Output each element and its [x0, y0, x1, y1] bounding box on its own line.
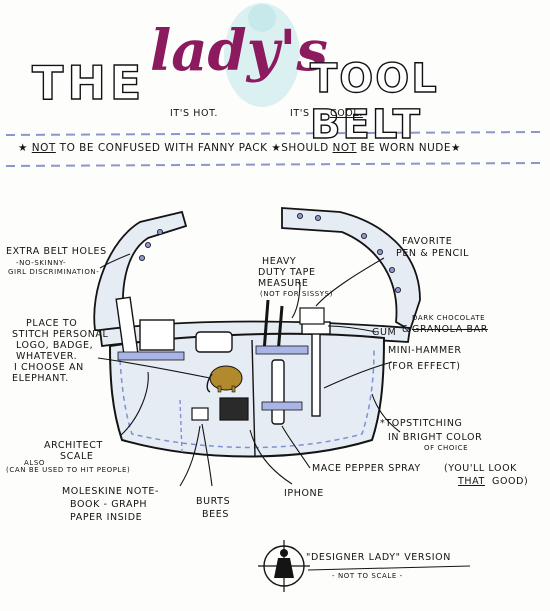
pen: [262, 299, 270, 353]
iphone-shape: [219, 397, 249, 421]
label-scale-2: SCALE: [60, 451, 94, 462]
label-tape-4: (NOT FOR SISSYS): [260, 290, 334, 298]
label-scale-3: (CAN BE USED TO HIT PEOPLE): [6, 466, 131, 474]
label-tape-3: MEASURE: [258, 278, 309, 289]
disclaimer-star: ★: [18, 142, 28, 154]
label-extra-holes-3: GIRL DISCRIMINATION-: [8, 268, 100, 276]
label-topstitch-3: OF CHOICE: [424, 444, 469, 452]
belt-holes: [138, 212, 401, 293]
label-extra-holes-2: -NO-SKINNY-: [16, 259, 67, 267]
disclaimer: ★ NOT TO BE CONFUSED WITH FANNY PACK ★SH…: [18, 142, 461, 154]
label-mace-that: THAT: [458, 476, 485, 487]
title-lady-script: lady's: [150, 18, 328, 84]
loop-lower: [261, 401, 303, 411]
label-logo-2: STITCH PERSONAL: [12, 329, 109, 340]
loop-center: [255, 345, 309, 355]
designer-underline: [307, 565, 471, 571]
label-scale-1: ARCHITECT: [44, 440, 103, 451]
tagline-hot: IT'S HOT.: [170, 108, 218, 119]
topstitching: [119, 349, 375, 449]
watercolor-figure: [224, 3, 300, 107]
tagline-cool-prefix: IT'S: [290, 108, 310, 119]
label-extra-holes-1: EXTRA BELT HOLES: [6, 246, 107, 257]
label-mace-paren1: (YOU'LL LOOK: [444, 463, 517, 474]
label-gum: GUM: [372, 327, 397, 338]
label-pen-2: PEN & PENCIL: [396, 248, 470, 259]
label-hammer-2: (FOR EFFECT): [388, 361, 461, 372]
mini-hammer-handle: [311, 329, 321, 417]
label-logo-4: WHATEVER.: [16, 351, 78, 362]
disclaimer-not2: NOT: [332, 142, 357, 154]
label-moleskine-2: BOOK - GRAPH: [70, 499, 148, 510]
label-topstitch-1: *TOPSTITCHING: [380, 418, 463, 429]
label-designer-2: - NOT TO SCALE -: [332, 572, 403, 580]
label-gum-dark: DARK CHOCOLATE: [412, 314, 486, 322]
disclaimer-not: NOT: [31, 142, 56, 154]
label-logo-1: PLACE TO: [26, 318, 78, 329]
label-burts-2: BEES: [202, 509, 229, 520]
label-gum-granola: GRANOLA BAR: [412, 324, 488, 335]
label-tape-1: HEAVY: [262, 256, 297, 267]
tagline-cool-word: COOL.: [330, 108, 363, 119]
label-scale-also: ALSO: [24, 459, 46, 467]
pocket-divider-center: [251, 339, 256, 457]
label-logo-3: LOGO, BADGE,: [16, 340, 94, 351]
disclaimer-mid: TO BE CONFUSED WITH FANNY PACK: [59, 142, 268, 154]
label-iphone: IPHONE: [284, 488, 324, 499]
label-hammer-1: MINI-HAMMER: [388, 345, 462, 356]
title-tool-belt: TOOL BELT: [309, 55, 439, 148]
belt-strap-left: [93, 210, 188, 333]
label-moleskine-1: MOLESKINE NOTE-: [62, 486, 159, 497]
lady-figure-icon: [258, 540, 310, 592]
disclaimer-should: ★SHOULD: [271, 142, 329, 154]
title-the: THE: [31, 55, 146, 110]
loop-left: [117, 351, 185, 361]
gum-bar: [299, 307, 325, 325]
moleskine-notebook: [139, 319, 175, 351]
disclaimer-end: BE WORN NUDE★: [360, 142, 461, 154]
label-mace: MACE PEPPER SPRAY: [312, 463, 421, 474]
label-mace-good: GOOD): [492, 476, 529, 487]
burts-bees-tin: [191, 407, 209, 421]
pocket-divider-left: [179, 399, 183, 453]
label-designer-1: "DESIGNER LADY" VERSION: [306, 552, 451, 563]
label-pen-1: FAVORITE: [402, 236, 453, 247]
leader-lines: [97, 253, 401, 487]
label-logo-6: ELEPHANT.: [12, 373, 69, 384]
label-moleskine-3: PAPER INSIDE: [70, 512, 143, 523]
tape-measure: [195, 331, 233, 353]
label-gum-amp: &: [402, 324, 411, 335]
label-topstitch-2: IN BRIGHT COLOR: [388, 432, 483, 443]
label-tape-2: DUTY TAPE: [258, 267, 316, 278]
label-logo-5: I CHOOSE AN: [14, 362, 84, 373]
dashed-line-bottom: [5, 162, 541, 167]
watercolor-head: [248, 4, 276, 32]
label-burts-1: BURTS: [196, 496, 231, 507]
mace-spray: [271, 359, 285, 425]
